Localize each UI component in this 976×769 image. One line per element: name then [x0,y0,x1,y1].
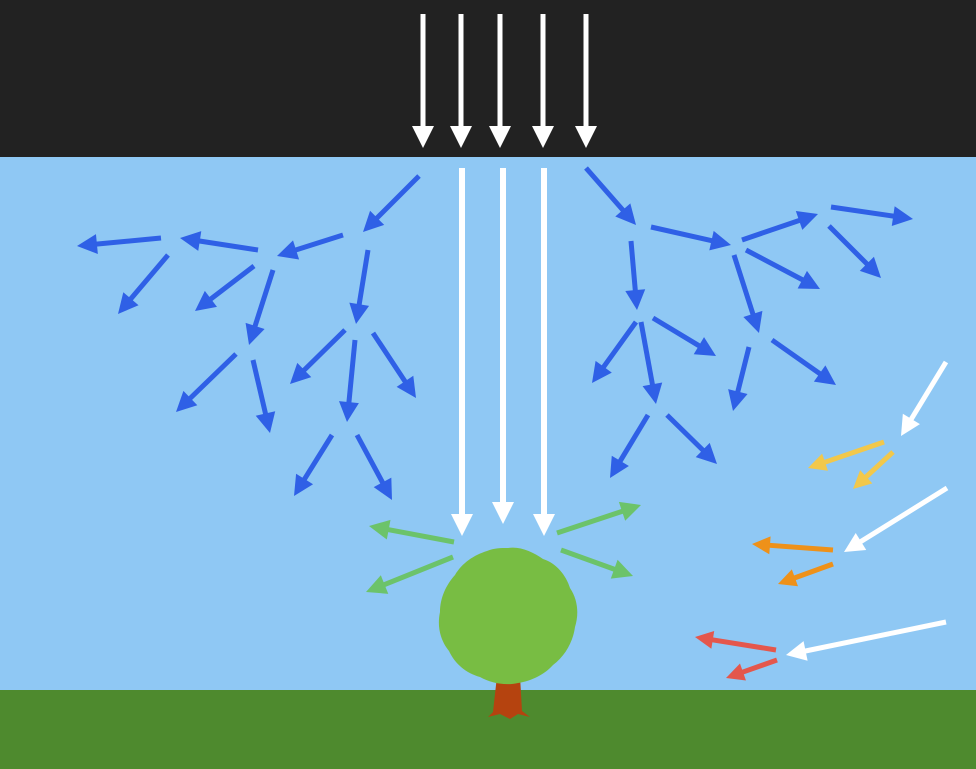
blue-scatter-arrow [290,328,347,384]
blue-scatter-arrow [770,337,836,385]
low-angle-light-arrow [786,619,947,661]
low-angle-light-arrow [901,360,949,436]
transmitted-light-arrow [492,168,514,524]
blue-scatter-arrow [650,224,731,251]
blue-scatter-arrow [584,166,636,225]
ground-band [0,690,976,769]
incoming-light-arrow [575,14,597,148]
transmitted-light-arrow [533,168,555,536]
tree-foliage [438,547,578,685]
green-scatter-arrow [560,547,633,579]
blue-scatter-arrow [294,433,335,496]
yellow-scatter-arrow [853,450,895,489]
green-scatter-arrow [366,554,454,594]
tree-icon [438,547,578,719]
blue-scatter-arrow [245,269,276,345]
blue-scatter-arrow [195,264,256,311]
blue-scatter-arrow [118,253,170,314]
transmitted-light-arrow [451,168,473,536]
incoming-light-arrow [412,14,434,148]
blue-scatter-arrow [638,321,663,404]
blue-scatter-arrow [741,211,818,243]
blue-scatter-arrow [610,413,651,478]
blue-scatter-arrow [651,315,716,356]
blue-scatter-arrow [625,240,646,310]
blue-scatter-arrow [338,339,359,422]
green-scatter-arrow [556,501,641,536]
incoming-light-arrow [489,14,511,148]
blue-scatter-arrow [731,254,763,333]
blue-scatter-arrow [665,413,717,464]
incoming-light-arrow [450,14,472,148]
blue-scatter-arrow [744,247,820,289]
orange-scatter-arrow [778,561,834,587]
blue-scatter-arrow [77,234,162,255]
blue-scatter-arrow [250,359,276,433]
blue-scatter-arrow [830,204,913,226]
blue-scatter-arrow [370,331,416,398]
incoming-light-arrow [532,14,554,148]
blue-scatter-arrow [592,320,639,383]
green-scatter-arrow [369,519,455,545]
light-ray-arrows [77,14,949,681]
blue-scatter-arrow [827,224,881,278]
blue-scatter-arrow [349,249,371,324]
blue-scatter-arrow [354,433,392,500]
blue-scatter-arrow [176,352,238,412]
low-angle-light-arrow [844,485,949,552]
blue-scatter-arrow [180,231,259,253]
orange-scatter-arrow [752,536,834,555]
space-band [0,0,976,157]
blue-scatter-arrow [363,174,421,232]
red-scatter-arrow [726,657,778,681]
blue-scatter-arrow [277,232,344,260]
yellow-scatter-arrow [808,439,885,471]
red-scatter-arrow [695,630,777,653]
tree-trunk [488,676,530,719]
blue-scatter-arrow [728,346,752,411]
